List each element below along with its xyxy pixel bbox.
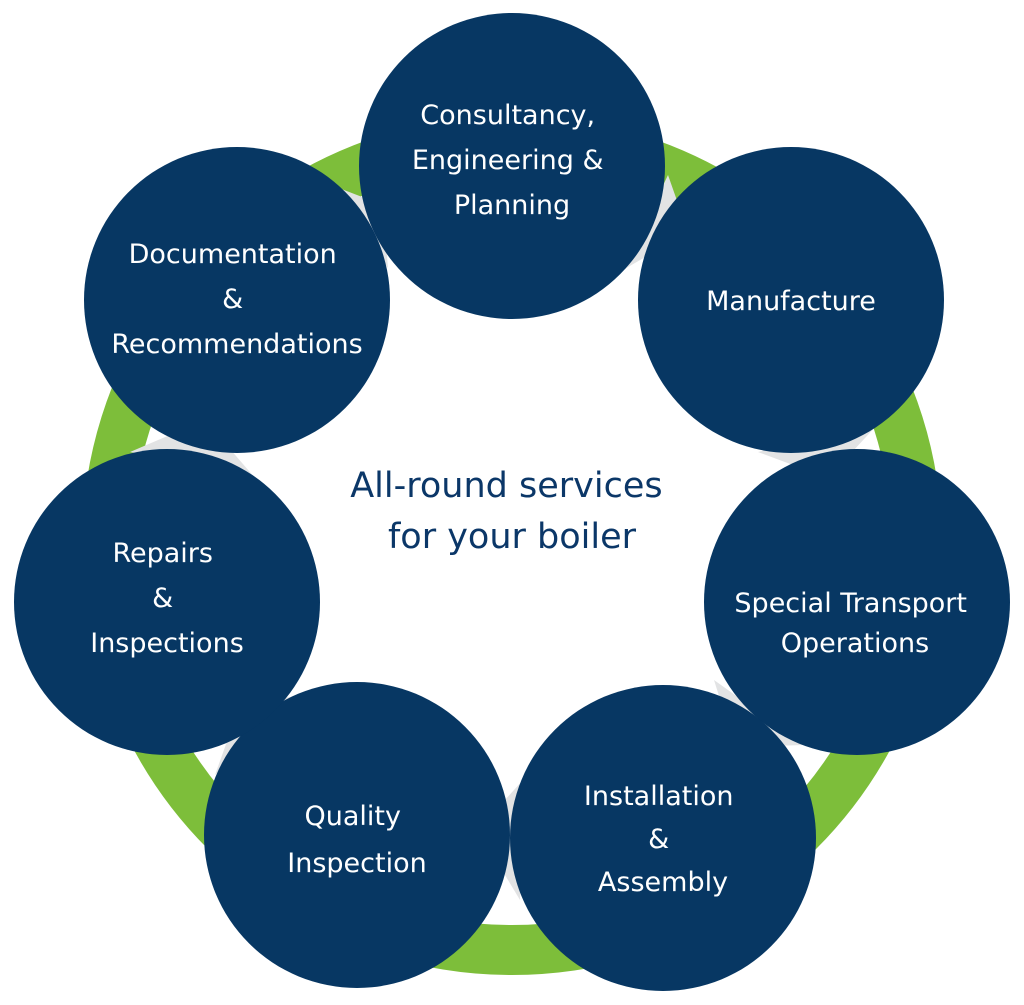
- step-label: Manufacture: [706, 286, 876, 317]
- step-circle: [704, 449, 1010, 755]
- step-circle: [638, 147, 944, 453]
- step-circle: [14, 449, 320, 755]
- step-manufacture: Manufacture: [638, 147, 944, 453]
- step-label: Repairs & Inspections: [90, 538, 244, 659]
- step-label: Consultancy, Engineering & Planning: [412, 100, 612, 221]
- step-circle: [84, 147, 390, 453]
- step-transport: Special Transport Operations: [704, 449, 1010, 755]
- step-quality: Quality Inspection: [204, 682, 510, 988]
- step-documentation: Documentation & Recommendations: [84, 147, 390, 453]
- step-consultancy: Consultancy, Engineering & Planning: [359, 13, 665, 319]
- step-circle: [510, 685, 816, 991]
- step-repairs: Repairs & Inspections: [14, 449, 320, 755]
- step-label: Documentation & Recommendations: [111, 239, 362, 360]
- center-title: All-round services for your boiler: [350, 466, 674, 557]
- step-label: Quality Inspection: [287, 801, 426, 879]
- step-installation: Installation & Assembly: [510, 685, 816, 991]
- step-circle: [204, 682, 510, 988]
- step-label: Installation & Assembly: [584, 781, 742, 898]
- step-label: Special Transport Operations: [734, 588, 975, 659]
- step-circle: [359, 13, 665, 319]
